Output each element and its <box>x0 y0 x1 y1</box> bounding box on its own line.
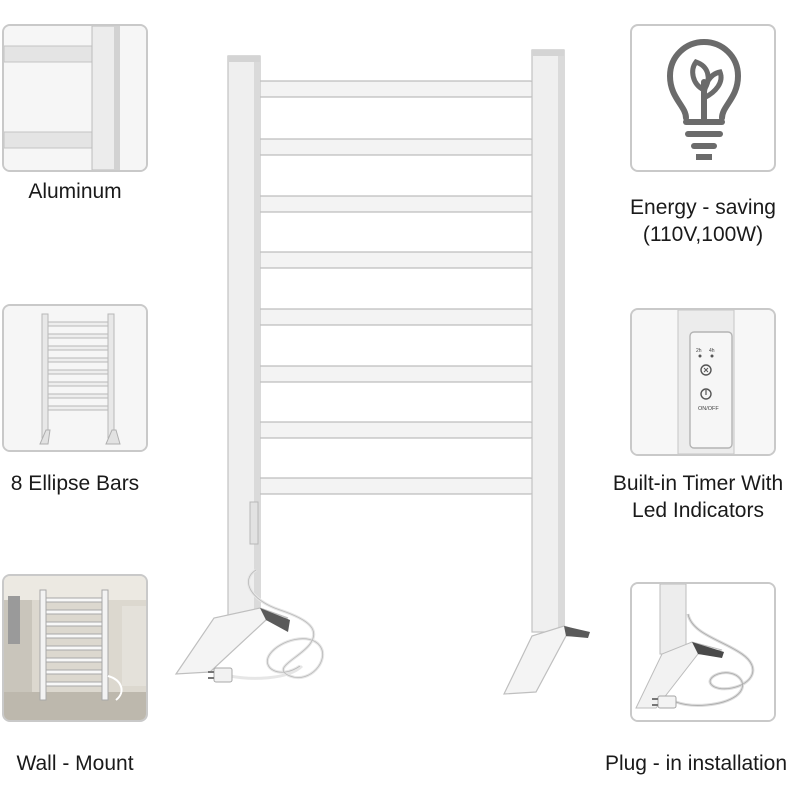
power-plug-cord-icon <box>632 584 774 720</box>
energy-caption: Energy - saving (110V,100W) <box>630 196 776 246</box>
timer-2h-label: 2h <box>696 348 702 354</box>
right-post <box>531 49 565 633</box>
timer-tile: 2h 4h ON/OFF <box>630 308 776 456</box>
plug-caption: Plug - in installation <box>604 752 788 775</box>
wall-mount-caption: Wall - Mount <box>16 752 134 775</box>
towel-rack-thumbnail-icon <box>4 306 146 450</box>
power-cord-outline <box>248 569 323 678</box>
aluminum-caption: Aluminum <box>28 180 122 203</box>
ellipse-bars <box>251 80 537 495</box>
towel-rack-product-image <box>174 49 590 695</box>
wall-mount-tile <box>2 574 148 722</box>
energy-tile <box>630 24 776 172</box>
timer-caption: Built-in Timer With Led Indicators <box>612 472 784 522</box>
plug <box>208 667 233 683</box>
wall-mounted-rack-photo <box>4 576 146 720</box>
leaf-lightbulb-icon <box>666 38 742 160</box>
bars-tile <box>2 304 148 452</box>
aluminum-tile <box>2 24 148 172</box>
bars-caption: 8 Ellipse Bars <box>10 472 140 495</box>
aluminum-frame-closeup-icon <box>4 26 146 170</box>
plug-tile <box>630 582 776 722</box>
timer-4h-label: 4h <box>709 348 715 354</box>
rack-feet <box>174 607 590 695</box>
timer-control-panel-icon: 2h 4h ON/OFF <box>632 310 774 454</box>
on-off-label: ON/OFF <box>698 406 719 412</box>
left-post <box>227 55 261 617</box>
